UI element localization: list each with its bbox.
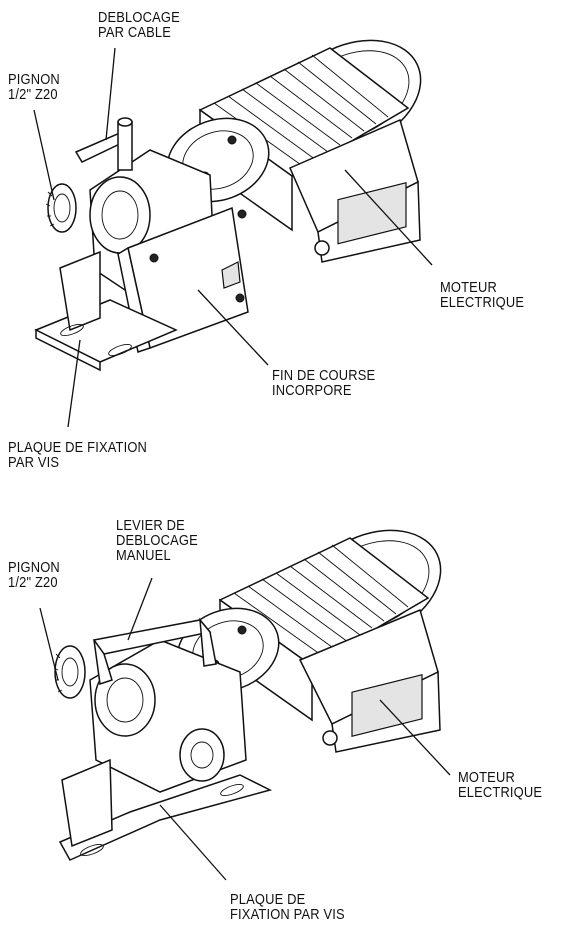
- label-electric-motor-top: MOTEUR ELECTRIQUE: [440, 279, 525, 311]
- label-limit-switch: FIN DE COURSE INCORPORE: [272, 367, 376, 399]
- bottom-sprocket: [53, 645, 86, 699]
- bottom-motor-terminal-box: [298, 608, 441, 753]
- label-electric-motor-bottom: MOTEUR ELECTRIQUE: [458, 769, 543, 801]
- top-leader-lines: [33, 47, 433, 428]
- label-manual-release-lever: LEVIER DE DEBLOCAGE MANUEL: [116, 517, 198, 564]
- bottom-manual-release-lever: [92, 617, 217, 685]
- top-gearmotor-illustration: [33, 39, 433, 428]
- label-sprocket-bottom: PIGNON 1/2" Z20: [8, 559, 60, 591]
- top-cable-release-handle: [74, 117, 133, 171]
- label-mounting-plate-bottom: PLAQUE DE FIXATION PAR VIS: [230, 891, 345, 923]
- top-sprocket: [45, 183, 77, 233]
- bottom-leader-lines: [39, 577, 451, 881]
- bottom-gearbox-housing: [89, 639, 247, 793]
- label-cable-release: DEBLOCAGE PAR CABLE: [98, 9, 180, 41]
- top-motor-terminal-box: [289, 118, 421, 263]
- bottom-mounting-plate: [58, 758, 273, 861]
- label-mounting-plate-top: PLAQUE DE FIXATION PAR VIS: [8, 439, 148, 471]
- top-mounting-plate: [34, 250, 178, 372]
- label-sprocket-top: PIGNON 1/2" Z20: [8, 71, 60, 103]
